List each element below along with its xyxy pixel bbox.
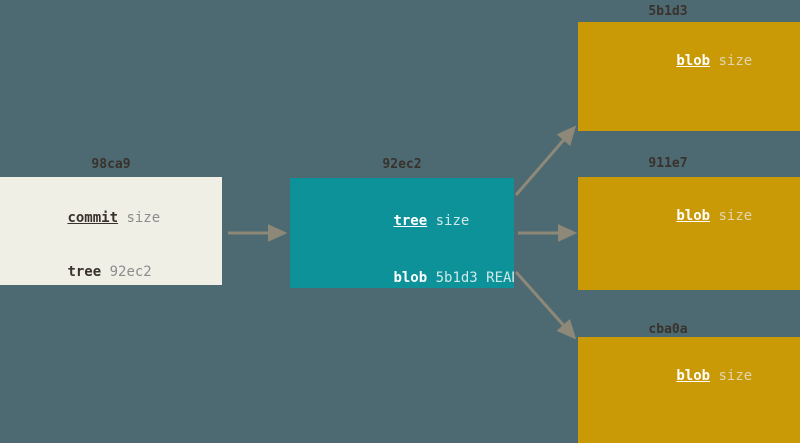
blob-type-label: blob (676, 208, 711, 224)
commit-field-row: commit size (0, 191, 160, 245)
commit-field-key: commit (67, 210, 119, 226)
tree-entry-row: tree size (326, 193, 514, 250)
blob-header: blob size (578, 352, 800, 400)
blob-object-box-5b1d3: blob size == Testing library This librar… (578, 22, 800, 131)
tree-entry-row: blob 5b1d3 README (326, 250, 514, 288)
blob-content-line: The MIT License (598, 287, 800, 290)
blob-object-box-911e7: blob size The MIT License Copyright (c) … (578, 177, 800, 290)
blob-content: The MIT License Copyright (c) 2008 Scott… (578, 255, 800, 290)
tree-entry-type: tree (393, 213, 428, 229)
commit-field-list: commit size tree 92ec2 author Scott comm… (0, 191, 222, 285)
tree-entry-value: size (435, 213, 470, 229)
commit-field-value: 92ec2 (109, 264, 152, 280)
blob-hash-label-911e7: 911e7 (648, 156, 688, 171)
commit-object-box: commit size tree 92ec2 author Scott comm… (0, 177, 222, 285)
blob-size-label: size (718, 53, 753, 69)
blob-content: == Testing library This library is used … (578, 100, 800, 131)
blob-content: require 'logger' require 'test/unit' cla… (578, 415, 800, 443)
blob-type-label: blob (676, 53, 711, 69)
tree-entry-value: 5b1d3 README (435, 270, 514, 286)
blob-size-label: size (718, 368, 753, 384)
commit-hash-label: 98ca9 (91, 157, 131, 172)
commit-field-row: tree 92ec2 (0, 245, 152, 285)
commit-field-key: tree (67, 264, 102, 280)
tree-entry-type: blob (393, 270, 428, 286)
blob-hash-label-5b1d3: 5b1d3 (648, 4, 688, 19)
tree-entry-list: tree size blob 5b1d3 README blob 911e7 L… (326, 193, 514, 288)
blob-object-box-cba0a: blob size require 'logger' require 'test… (578, 337, 800, 443)
blob-type-label: blob (676, 368, 711, 384)
arrow-tree-to-blob-cba0a (514, 271, 577, 340)
tree-object-box: tree size blob 5b1d3 README blob 911e7 L… (290, 178, 514, 288)
tree-hash-label: 92ec2 (382, 157, 422, 172)
blob-size-label: size (718, 208, 753, 224)
arrow-tree-to-blob-5b1d3 (514, 125, 577, 196)
commit-field-value: size (126, 210, 161, 226)
blob-header: blob size (578, 37, 800, 85)
blob-hash-label-cba0a: cba0a (648, 322, 688, 337)
blob-header: blob size (578, 192, 800, 240)
